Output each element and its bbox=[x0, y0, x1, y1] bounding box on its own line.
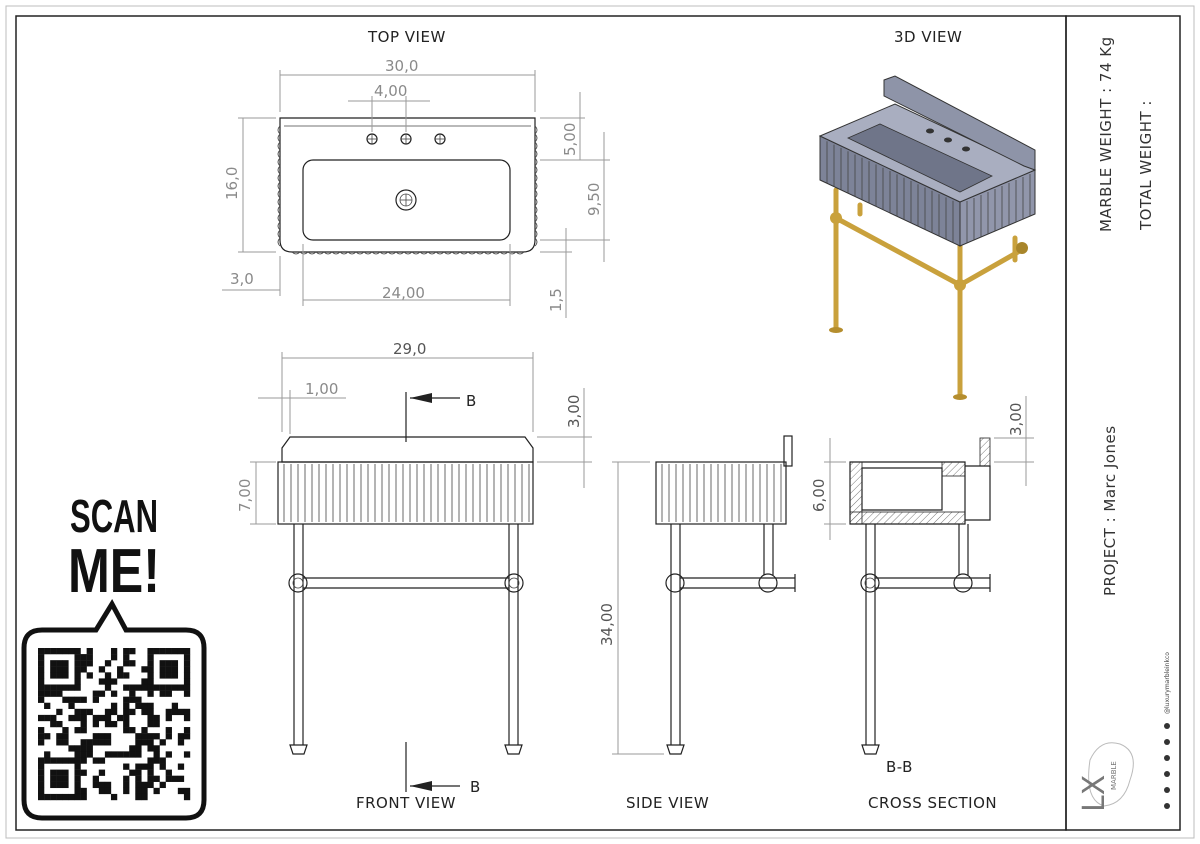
section-label: B-B bbox=[886, 758, 913, 776]
scan-text: SCAN bbox=[70, 490, 158, 542]
dim-apron-height: 7,00 bbox=[236, 479, 254, 512]
linkedin-icon bbox=[1164, 723, 1170, 729]
instagram-icon bbox=[1164, 787, 1170, 793]
youtube-icon bbox=[1164, 755, 1170, 761]
dim-section-splash: 3,00 bbox=[1007, 403, 1025, 436]
scan-me-badge: SCAN ME! bbox=[21, 490, 207, 821]
dim-side-inset: 3,0 bbox=[230, 270, 254, 288]
top-view: TOP VIEW 30,0 4,00 16, bbox=[222, 28, 610, 318]
section-mark-top: B bbox=[466, 392, 477, 410]
svg-text:MARBLE: MARBLE bbox=[1110, 761, 1118, 790]
three-d-view: 3D VIEW bbox=[818, 28, 1037, 400]
side-view-label: SIDE VIEW bbox=[626, 794, 709, 812]
side-view: SIDE VIEW 34,00 bbox=[598, 435, 796, 812]
svg-text:LX: LX bbox=[1077, 775, 1112, 812]
title-block-frame bbox=[1065, 15, 1181, 831]
tiktok-icon bbox=[1164, 739, 1170, 745]
dim-basin-height: 6,00 bbox=[810, 479, 828, 512]
qr-code[interactable] bbox=[38, 648, 191, 801]
dim-front-leg-inset: 1,00 bbox=[305, 380, 338, 398]
dim-basin-depth: 9,50 bbox=[585, 183, 603, 216]
facebook-icon bbox=[1164, 803, 1170, 809]
dim-splash-height: 3,00 bbox=[565, 395, 583, 428]
cross-section-label: CROSS SECTION bbox=[868, 794, 997, 812]
dim-basin-width: 24,00 bbox=[382, 284, 425, 302]
dim-top-depth: 16,0 bbox=[223, 167, 241, 200]
project-name: PROJECT : Marc Jones bbox=[1101, 425, 1119, 596]
marble-weight: MARBLE WEIGHT : 74 Kg bbox=[1097, 36, 1115, 232]
total-weight: TOTAL WEIGHT : bbox=[1137, 100, 1155, 231]
title-block: MARBLE WEIGHT : 74 Kg TOTAL WEIGHT : PRO… bbox=[1077, 36, 1171, 812]
dim-front-width: 29,0 bbox=[393, 340, 426, 358]
outer-frame bbox=[5, 5, 1195, 839]
top-view-label: TOP VIEW bbox=[367, 28, 446, 46]
pinterest-icon bbox=[1164, 771, 1170, 777]
front-view: FRONT VIEW 29,0 1,00 7,00 3,00 bbox=[236, 340, 592, 812]
section-mark-bottom: B bbox=[470, 778, 481, 796]
dim-faucet-spacing: 4,00 bbox=[374, 82, 407, 100]
cross-section-view: CROSS SECTION B-B 3,00 6,00 bbox=[810, 396, 1034, 812]
dim-back-to-faucet: 5,00 bbox=[561, 123, 579, 156]
lx-marble-logo: LX MARBLE bbox=[1077, 742, 1134, 812]
dim-front-inset: 1,5 bbox=[547, 288, 565, 312]
me-text: ME! bbox=[68, 537, 160, 606]
faucet-holes bbox=[366, 133, 446, 145]
front-view-label: FRONT VIEW bbox=[356, 794, 456, 812]
dim-overall-height: 34,00 bbox=[598, 603, 616, 646]
dim-top-width: 30,0 bbox=[385, 57, 418, 75]
social-handle: @luxurymarbleinkco bbox=[1164, 652, 1171, 714]
social-icons: @luxurymarbleinkco bbox=[1164, 652, 1171, 809]
three-d-view-label: 3D VIEW bbox=[894, 28, 962, 46]
